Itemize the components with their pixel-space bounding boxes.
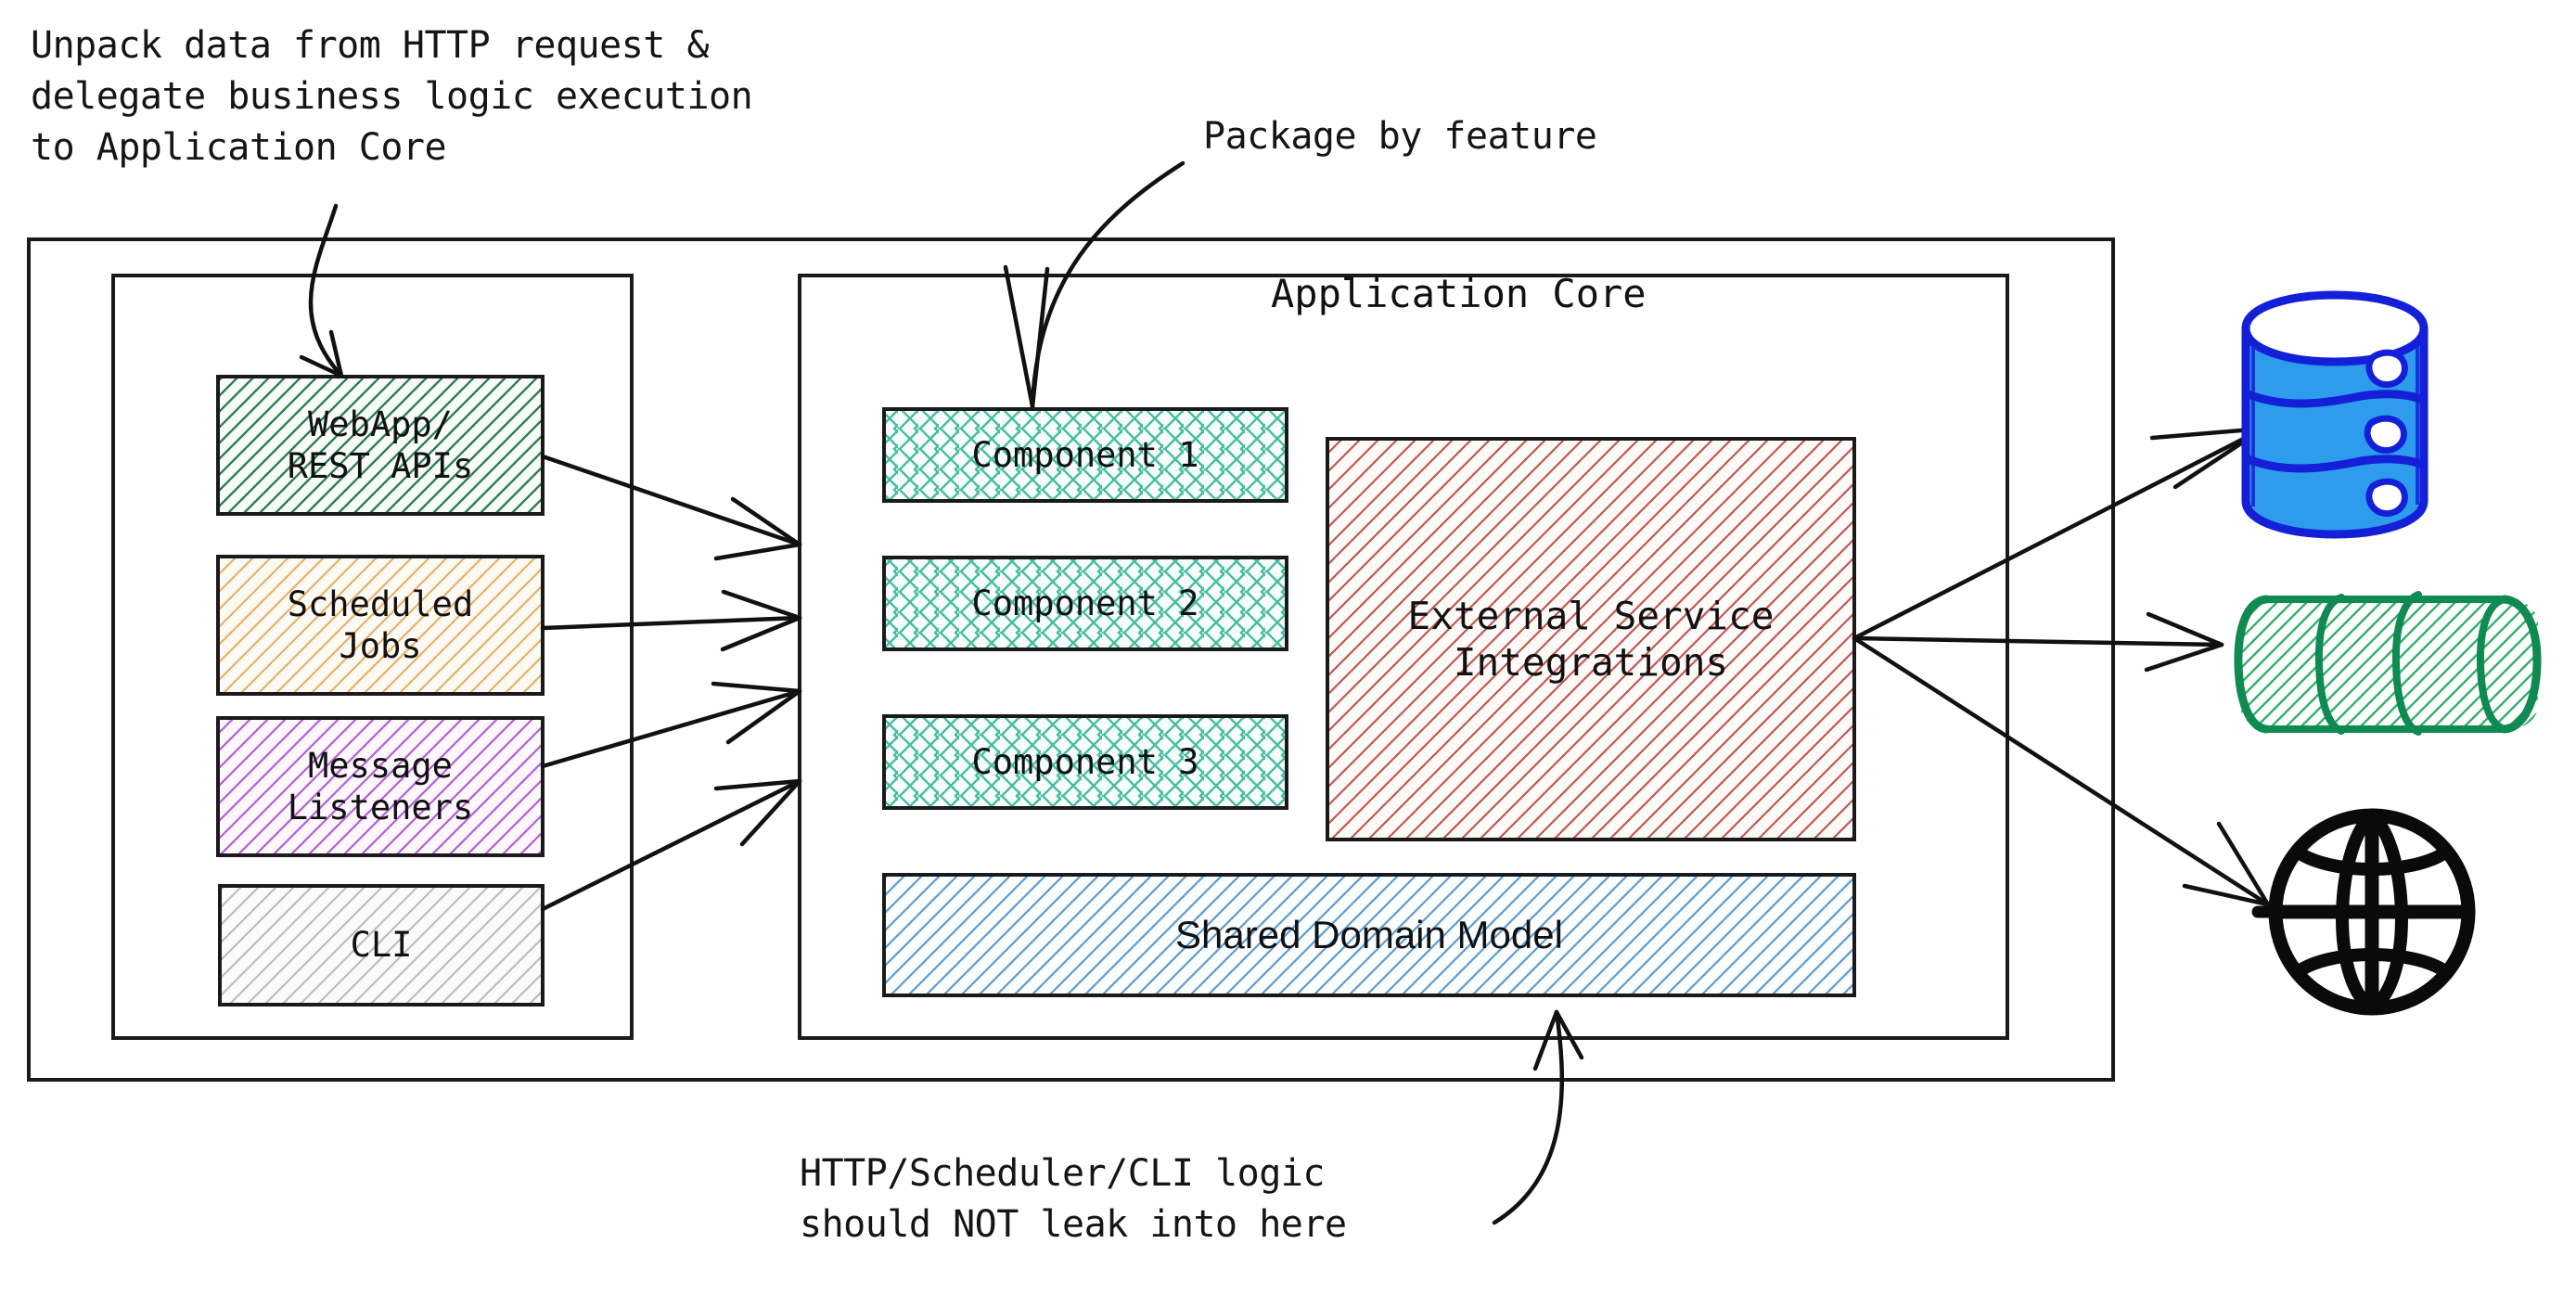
adapter-box-webapp[interactable] [216, 375, 545, 516]
adapter-to-core-arrows [540, 454, 802, 912]
application-core-box [798, 274, 2009, 1040]
page-title: Application Core [1271, 271, 1647, 316]
adapter-box-message-listeners[interactable] [216, 716, 545, 857]
queue-cylinder-icon [2234, 591, 2542, 736]
unpack-note-arrow [299, 203, 344, 378]
outer-boundary-box [27, 237, 2115, 1082]
adapter-box-cli[interactable] [218, 884, 545, 1007]
unpack-note-text: Unpack data from HTTP request & delegate… [31, 24, 753, 170]
component-box-1[interactable] [882, 407, 1288, 503]
component-box-2[interactable] [882, 556, 1288, 651]
globe-icon [2251, 808, 2476, 1016]
leak-note-text: HTTP/Scheduler/CLI logic should NOT leak… [800, 1152, 1347, 1247]
package-note-arrow [1003, 160, 1185, 409]
package-note-text: Package by feature [1203, 115, 1597, 158]
component-box-3[interactable] [882, 714, 1288, 810]
integration-to-external-arrows [1852, 426, 2271, 907]
adapter-box-scheduled-jobs[interactable] [216, 555, 545, 696]
shared-domain-model-box[interactable] [882, 873, 1856, 997]
leak-note-arrow [1492, 1009, 1584, 1225]
external-service-integrations-box[interactable] [1326, 437, 1856, 841]
adapters-container-box [111, 274, 634, 1040]
database-cylinder-icon [2241, 290, 2429, 539]
